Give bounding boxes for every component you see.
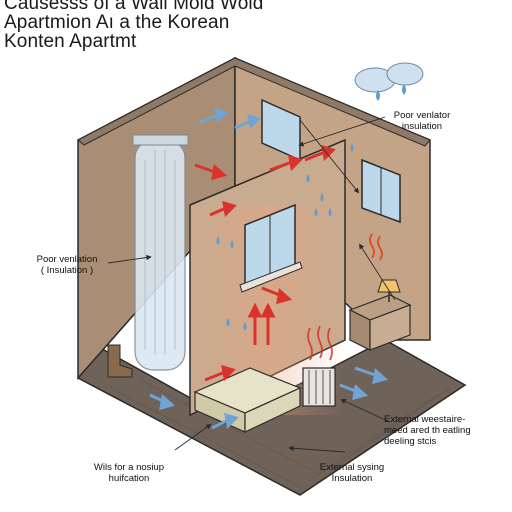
- cloud-rain-icon: [354, 62, 424, 101]
- title-line-2: Apartmion Aı a the Korean: [4, 12, 230, 33]
- label-poor-ventilation-top: Poor venlator insulation: [393, 110, 451, 132]
- label-humidification: Wils for a nosiup huifcation: [93, 462, 165, 484]
- water-droplet-icon: [216, 143, 354, 331]
- radiator-icon: [302, 367, 336, 407]
- nightstand: [348, 294, 412, 351]
- diagram-title: Causesss of a Wall Mold Wold Apartmion A…: [4, 0, 304, 51]
- label-external-weather: External weestaire- meed ared th eatling…: [384, 414, 471, 447]
- lamp-icon: [377, 279, 401, 302]
- label-external-insulation: External sysing Insulation: [319, 462, 385, 484]
- label-poor-ventilation-left: Poor venlation ( Insulation ): [36, 254, 98, 276]
- title-line-3: Konten Apartmt: [4, 31, 137, 52]
- boot-icon: [107, 344, 133, 378]
- heat-waves-icon: [369, 233, 383, 261]
- shower-glass: [134, 139, 186, 371]
- title-line-1: Causesss of a Wall Mold Wold: [4, 0, 264, 14]
